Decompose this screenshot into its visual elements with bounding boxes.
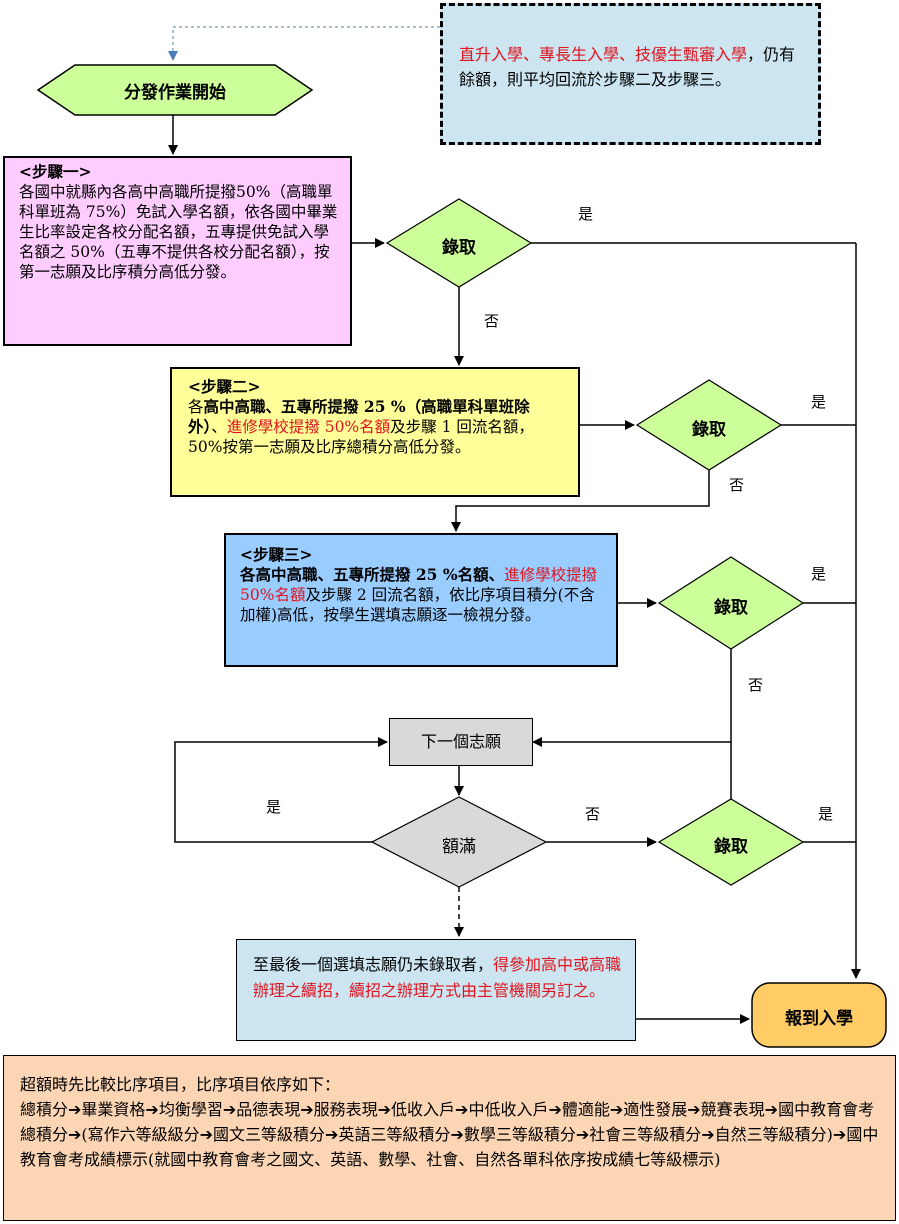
step3-body: 各高中高職、五專所提撥 25 %名額、進修學校提撥 50%名額及步驟 2 回流名… xyxy=(240,565,598,624)
note-black: ，仍有餘額，則平均回流於步驟二及步驟三。 xyxy=(459,45,796,89)
note-red: 直升入學、專長生入學、技優生甄審入學 xyxy=(459,45,748,64)
step1-body: 各國中就縣內各高中高職所提撥50%（高職單科單班為 75%）免試入學名額，依各國… xyxy=(19,183,338,281)
yes-label-4: 是 xyxy=(818,805,834,823)
yes-label-3: 是 xyxy=(811,565,827,583)
admit-label-2: 錄取 xyxy=(692,420,726,440)
step2-title: <步驟二> xyxy=(188,377,261,396)
start-shape xyxy=(36,64,314,116)
admit-label-4: 錄取 xyxy=(714,837,748,857)
bottom-sequence: 總積分➔畢業資格➔均衡學習➔品德表現➔服務表現➔低收入戶➔中低收入戶➔體適能➔適… xyxy=(20,1100,879,1169)
final-note-red: 得參加高中或高職辦理之續招，續招之辦理方式由主管機關另訂之。 xyxy=(253,955,622,1000)
report-label: 報到入學 xyxy=(785,1009,853,1029)
quota-full-label: 額滿 xyxy=(442,837,476,857)
note-box: 直升入學、專長生入學、技優生甄審入學，仍有餘額，則平均回流於步驟二及步驟三。 xyxy=(440,3,821,145)
step3-title: <步驟三> xyxy=(240,545,313,564)
admit-label-1: 錄取 xyxy=(442,238,476,258)
admit-label-3: 錄取 xyxy=(714,598,748,618)
report-shape xyxy=(751,982,887,1048)
yes-label-quota: 是 xyxy=(266,798,282,816)
next-choice-label: 下一個志願 xyxy=(420,732,501,751)
no-label-quota: 否 xyxy=(585,805,601,823)
yes-label-1: 是 xyxy=(578,205,594,223)
bottom-intro: 超額時先比較比序項目，比序項目依序如下： xyxy=(20,1075,341,1094)
no-label-1: 否 xyxy=(484,312,500,330)
final-note-box: 至最後一個選填志願仍未錄取者，得參加高中或高職辦理之續招，續招之辦理方式由主管機… xyxy=(236,939,636,1041)
step1-box: <步驟一> 各國中就縣內各高中高職所提撥50%（高職單科單班為 75%）免試入學… xyxy=(3,156,352,346)
step2-box: <步驟二> 各高中高職、五專所提撥 25 %（高職單科單班除外）、進修學校提撥 … xyxy=(170,367,580,497)
no-label-3: 否 xyxy=(748,676,764,694)
next-choice-box: 下一個志願 xyxy=(389,718,533,766)
start-label: 分發作業開始 xyxy=(124,83,226,103)
step3-box: <步驟三> 各高中高職、五專所提撥 25 %名額、進修學校提撥 50%名額及步驟… xyxy=(224,533,618,667)
bottom-box: 超額時先比較比序項目，比序項目依序如下： 總積分➔畢業資格➔均衡學習➔品德表現➔… xyxy=(3,1055,896,1221)
note-connector xyxy=(168,26,440,61)
no-label-2: 否 xyxy=(729,476,745,494)
step2-body: 各高中高職、五專所提撥 25 %（高職單科單班除外）、進修學校提撥 50%名額及… xyxy=(188,397,534,456)
step1-title: <步驟一> xyxy=(19,162,92,181)
yes-label-2: 是 xyxy=(811,393,827,411)
final-note-black: 至最後一個選填志願仍未錄取者， xyxy=(253,955,494,974)
